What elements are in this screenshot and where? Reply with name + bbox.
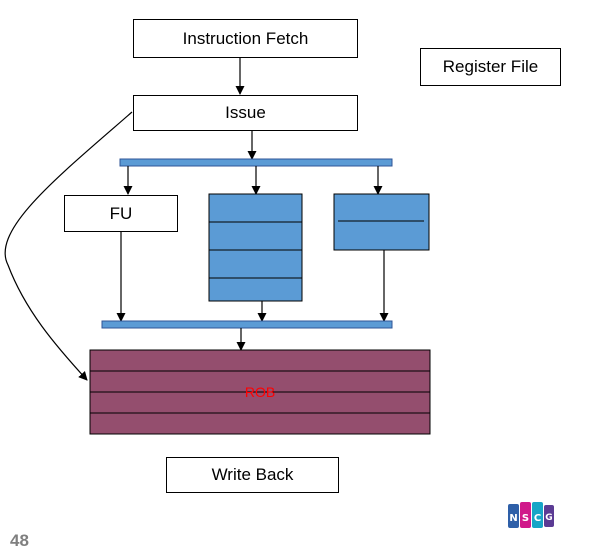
svg-text:N: N <box>509 513 517 524</box>
issue-box: Issue <box>133 95 358 131</box>
write-back-box: Write Back <box>166 457 339 493</box>
instruction-fetch-box: Instruction Fetch <box>133 19 358 58</box>
dispatch-bus <box>119 158 393 167</box>
result-bus <box>101 320 393 329</box>
svg-text:C: C <box>534 513 541 524</box>
reservation-station-b <box>333 193 430 251</box>
svg-text:G: G <box>545 513 552 523</box>
nsccgz-logo: N S C G <box>508 500 558 530</box>
arrow-issue-to-rob <box>4 111 133 381</box>
reservation-station-a <box>208 193 303 302</box>
rob-buffer <box>89 349 431 435</box>
slide-number: 48 <box>10 531 29 550</box>
logo-icon: N S C G <box>508 502 554 528</box>
fu-box: FU <box>64 195 178 232</box>
register-file-box: Register File <box>420 48 561 86</box>
svg-text:S: S <box>522 513 529 524</box>
